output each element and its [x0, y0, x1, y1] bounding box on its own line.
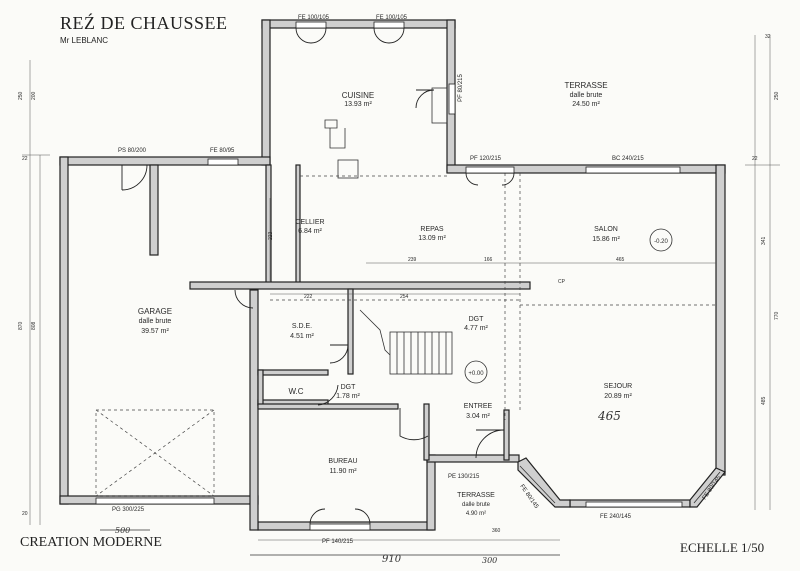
room-labels: CUISINE 13.93 m² TERRASSE dalle brute 24… [138, 81, 633, 517]
opening-pg-300-225: PG 300/225 [112, 507, 145, 513]
room-dgt-top-area: 4.77 m² [464, 325, 488, 332]
room-sde-area: 4.51 m² [290, 333, 314, 340]
opening-fe-100-105-a: FE 100/105 [298, 15, 330, 21]
exterior-walls [59, 19, 726, 531]
opening-pf-120-215: PF 120/215 [470, 156, 502, 162]
room-bureau-area: 11.90 m² [329, 468, 357, 475]
dim-870: 870 [18, 321, 24, 330]
room-salon-area: 15.86 m² [592, 236, 620, 243]
staircase [359, 309, 453, 375]
room-bureau-name: BUREAU [328, 458, 357, 465]
dim-32a: 32 [765, 34, 771, 40]
dim-485: 485 [761, 396, 767, 405]
room-dgt-bottom-name: DGT [341, 384, 357, 391]
hand-note-910: 910 [382, 554, 402, 565]
dim-200: 200 [31, 91, 37, 100]
dimension-texts: 239 166 465 222 254 223 360 870 808 250 … [18, 34, 780, 534]
garage-shelf [149, 164, 159, 256]
dim-20a: 20 [22, 511, 28, 517]
room-garage-name: GARAGE [138, 307, 172, 316]
dim-770: 770 [774, 311, 780, 320]
cp-label: CP [558, 279, 566, 285]
company-name: CREATION MODERNE [20, 535, 162, 550]
opening-bc-240-215: BC 240/215 [612, 156, 644, 162]
doors [121, 89, 505, 459]
room-dgt-top-name: DGT [469, 316, 485, 323]
room-terrasse-top-area: 24.50 m² [572, 101, 600, 108]
bay-window [517, 457, 726, 508]
room-sde-name: S.D.E. [292, 323, 312, 330]
room-garage-area: 39.57 m² [141, 328, 169, 335]
opening-fe-80-95: FE 80/95 [210, 148, 235, 154]
client-name: Mr LEBLANC [60, 36, 109, 45]
room-dgt-bottom-area: 1.78 m² [336, 393, 360, 400]
plan-title: REŹ DE CHAUSSEE [60, 13, 228, 33]
opening-fe-100-105-b: FE 100/105 [376, 15, 408, 21]
dim-22a: 22 [22, 156, 28, 162]
room-entree-name: ENTREE [464, 403, 493, 410]
room-salon-name: SALON [594, 226, 618, 233]
interior-walls [189, 164, 531, 461]
room-sejour-area: 20.89 m² [604, 393, 632, 400]
hand-note-300: 300 [482, 556, 497, 565]
room-cellier-area: 6.84 m² [298, 228, 322, 235]
dim-166: 166 [484, 257, 493, 263]
room-wc-name: W.C [288, 387, 303, 396]
dim-465: 465 [616, 257, 625, 263]
dim-239: 239 [408, 257, 417, 263]
dim-250: 250 [18, 91, 24, 100]
dim-808: 808 [31, 321, 37, 330]
room-repas-area: 13.09 m² [418, 235, 446, 242]
opening-pf-80-215: PF 80/215 [458, 73, 464, 101]
opening-ps-80-200: PS 80/200 [118, 148, 147, 154]
room-terrasse-top-name: TERRASSE [564, 81, 607, 90]
room-terrasse-bottom-name: TERRASSE [457, 492, 495, 499]
room-cellier-name: CELLIER [295, 219, 324, 226]
entry-level-text: +0.00 [468, 371, 484, 377]
entry-level-marker [464, 360, 488, 384]
dim-222: 222 [304, 294, 313, 300]
salon-level-marker [649, 228, 673, 252]
room-terrasse-top-sub: dalle brute [570, 92, 603, 99]
room-entree-area: 3.04 m² [466, 413, 490, 420]
kitchen-fixtures [324, 87, 448, 179]
salon-level-text: -0.20 [654, 239, 668, 245]
hand-note-500: 500 [115, 526, 130, 535]
opening-pe-130-215: PE 130/215 [448, 474, 480, 480]
window-arcs [295, 27, 515, 525]
room-garage-sub: dalle brute [139, 318, 172, 325]
dim-254: 254 [400, 294, 409, 300]
room-terrasse-bottom-area: 4.90 m² [466, 511, 486, 517]
room-cuisine-name: CUISINE [342, 91, 374, 100]
room-terrasse-bottom-sub: dalle brute [462, 502, 491, 508]
dashed-lines [270, 173, 716, 420]
opening-labels: FE 100/105 FE 100/105 PF 80/215 PF 120/2… [112, 15, 723, 545]
dimension-lines [22, 35, 780, 541]
room-cuisine-area: 13.93 m² [344, 101, 372, 108]
windows [95, 21, 683, 531]
room-sejour-name: SEJOUR [604, 383, 632, 390]
dim-250r: 250 [774, 91, 780, 100]
scale-label: ECHELLE 1/50 [680, 540, 765, 555]
dim-341: 341 [761, 236, 767, 245]
room-repas-name: REPAS [420, 226, 444, 233]
dim-360: 360 [492, 528, 501, 534]
dim-22b: 22 [752, 156, 758, 162]
dim-223: 223 [268, 231, 274, 240]
hand-note-465: 465 [597, 409, 621, 423]
opening-fe-240-145: FE 240/145 [600, 514, 632, 520]
garage-door-outline [95, 409, 215, 497]
opening-pf-140-215: PF 140/215 [322, 539, 354, 545]
handwritten-notes: 465 500 910 300 CP [100, 279, 621, 565]
